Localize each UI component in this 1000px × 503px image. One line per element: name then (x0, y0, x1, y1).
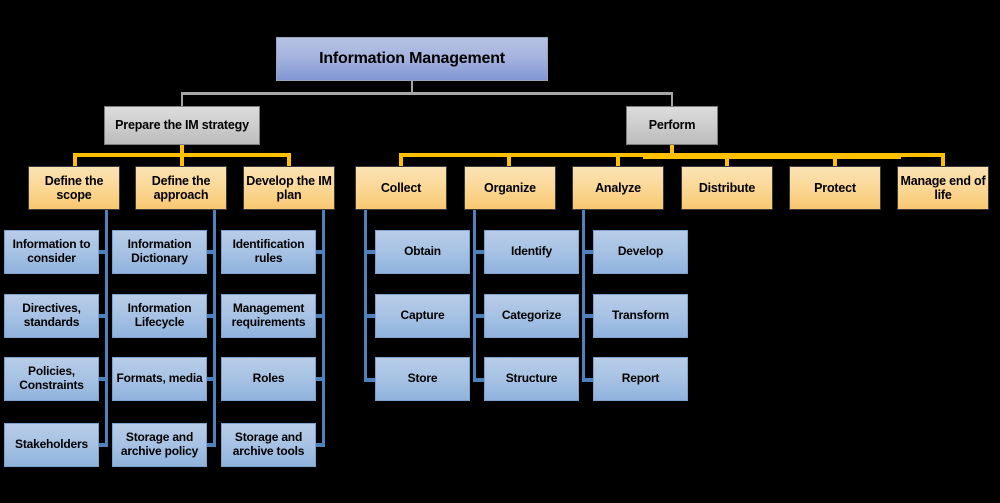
connector-stub-obtain (364, 250, 378, 254)
connector-spine-develop-im-plan (322, 210, 325, 447)
node-distribute[interactable]: Distribute (681, 166, 773, 210)
connector-stub-formats-media (205, 377, 216, 381)
leaf-storage-and-archive-policy[interactable]: Storage and archive policy (112, 423, 207, 467)
leaf-information-to-consider[interactable]: Information to consider (4, 230, 99, 274)
connector-root-bus (181, 92, 673, 95)
connector-stub-capture (364, 314, 378, 318)
leaf-identify[interactable]: Identify (484, 230, 579, 274)
connector-stub-develop (582, 250, 596, 254)
node-manage-end-of-life[interactable]: Manage end of life (897, 166, 989, 210)
leaf-storage-and-archive-tools[interactable]: Storage and archive tools (221, 423, 316, 467)
node-organize[interactable]: Organize (464, 166, 556, 210)
connector-drop-manage-end-of-life (941, 153, 945, 166)
node-prepare-the-im-strategy[interactable]: Prepare the IM strategy (104, 106, 260, 145)
node-collect[interactable]: Collect (355, 166, 447, 210)
connector-drop-protect (833, 153, 837, 166)
leaf-categorize[interactable]: Categorize (484, 294, 579, 338)
node-define-the-approach[interactable]: Define the approach (135, 166, 227, 210)
connector-stub-directives-standards (97, 314, 108, 318)
leaf-management-requirements[interactable]: Management requirements (221, 294, 316, 338)
connector-stub-transform (582, 314, 596, 318)
connector-stub-information-dictionary (205, 250, 216, 254)
leaf-information-lifecycle[interactable]: Information Lifecycle (112, 294, 207, 338)
connector-stub-structure (473, 378, 487, 382)
connector-stub-information-lifecycle (205, 314, 216, 318)
leaf-roles[interactable]: Roles (221, 357, 316, 401)
connector-perform-inner-bus (643, 157, 901, 159)
leaf-report[interactable]: Report (593, 357, 688, 401)
connector-drop-develop-plan (287, 153, 291, 166)
node-protect[interactable]: Protect (789, 166, 881, 210)
leaf-directives-standards[interactable]: Directives, standards (4, 294, 99, 338)
connector-stub-report (582, 378, 596, 382)
connector-stub-identification-rules (314, 250, 325, 254)
connector-spine-organize (473, 210, 476, 382)
node-define-the-scope[interactable]: Define the scope (28, 166, 120, 210)
leaf-develop[interactable]: Develop (593, 230, 688, 274)
connector-stub-information-to-consider (97, 250, 108, 254)
connector-stub-storage-archive-tools (314, 443, 325, 447)
leaf-stakeholders[interactable]: Stakeholders (4, 423, 99, 467)
connector-stub-stakeholders (97, 443, 108, 447)
leaf-store[interactable]: Store (375, 357, 470, 401)
connector-spine-collect (364, 210, 367, 382)
connector-prepare-stem (180, 145, 184, 157)
connector-perform-stem (670, 145, 674, 157)
leaf-information-dictionary[interactable]: Information Dictionary (112, 230, 207, 274)
connector-stub-roles (314, 377, 325, 381)
leaf-formats-media[interactable]: Formats, media (112, 357, 207, 401)
connector-stub-management-requirements (314, 314, 325, 318)
node-develop-the-im-plan[interactable]: Develop the IM plan (243, 166, 335, 210)
leaf-policies-constraints[interactable]: Policies, Constraints (4, 357, 99, 401)
connector-spine-define-scope (105, 210, 108, 447)
leaf-obtain[interactable]: Obtain (375, 230, 470, 274)
connector-perform-bus (399, 153, 944, 157)
connector-drop-prepare (181, 92, 183, 106)
connector-stub-policies-constraints (97, 377, 108, 381)
connector-root-stem (411, 81, 413, 94)
connector-drop-distribute (725, 153, 729, 166)
leaf-structure[interactable]: Structure (484, 357, 579, 401)
connector-spine-analyze (582, 210, 585, 382)
connector-stub-identify (473, 250, 487, 254)
connector-spine-define-approach (213, 210, 216, 447)
leaf-transform[interactable]: Transform (593, 294, 688, 338)
connector-drop-perform (671, 92, 673, 106)
connector-drop-define-approach (180, 153, 184, 166)
connector-drop-analyze (616, 153, 620, 166)
connector-stub-store (364, 378, 378, 382)
connector-drop-organize (507, 153, 511, 166)
leaf-identification-rules[interactable]: Identification rules (221, 230, 316, 274)
connector-drop-collect (399, 153, 403, 166)
node-information-management[interactable]: Information Management (276, 37, 548, 81)
node-analyze[interactable]: Analyze (572, 166, 664, 210)
connector-stub-storage-archive-policy (205, 443, 216, 447)
connector-stub-categorize (473, 314, 487, 318)
leaf-capture[interactable]: Capture (375, 294, 470, 338)
node-perform[interactable]: Perform (626, 106, 718, 145)
connector-drop-define-scope (73, 153, 77, 166)
